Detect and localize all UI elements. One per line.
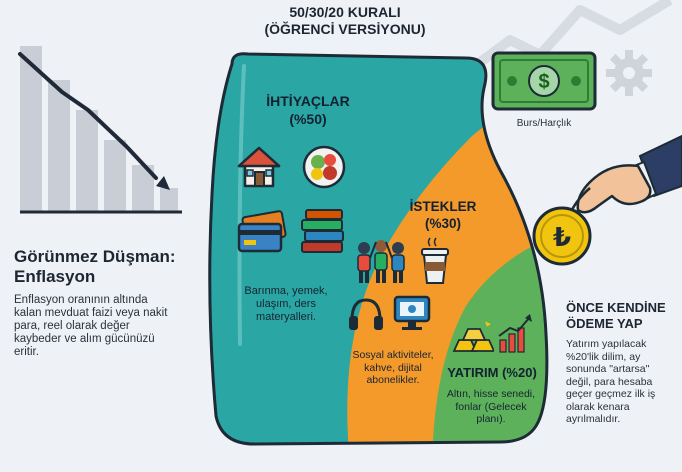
needs-text-line: ulaşım, ders xyxy=(256,298,316,310)
pay-yourself-heading-line2: ÖDEME YAP xyxy=(566,316,643,331)
needs-title-line2: (%50) xyxy=(289,111,327,127)
banknote-icon: $ xyxy=(491,51,597,111)
page-title-line1: 50/30/20 KURALI xyxy=(289,4,401,20)
needs-title-line1: İHTİYAÇLAR xyxy=(266,93,350,109)
wants-title-line1: İSTEKLER xyxy=(409,199,477,214)
pay-yourself-text-line: geçer geçmez ilk iş xyxy=(566,388,656,400)
wants-text-line: abonelikler. xyxy=(366,374,420,386)
background-trend-graphic xyxy=(470,0,673,74)
inflation-description: Enflasyon oranının altında kalan mevduat… xyxy=(14,294,192,359)
investment-text-line: Altın, hisse senedi, xyxy=(446,388,536,400)
needs-title: İHTİYAÇLAR (%50) xyxy=(258,92,358,128)
money-label: Burs/Harçlık xyxy=(516,118,572,129)
inflation-heading-line1: Görünmez Düşman: xyxy=(14,247,176,266)
investment-description: Altın, hisse senedi, fonlar (Gelecek pla… xyxy=(427,388,555,426)
headphones-icon xyxy=(349,298,383,330)
inflation-heading: Görünmez Düşman: Enflasyon xyxy=(14,247,194,287)
falling-chart-icon xyxy=(18,46,182,214)
page-title: 50/30/20 KURALI (ÖĞRENCİ VERSİYONU) xyxy=(230,4,460,38)
pay-yourself-heading-line1: ÖNCE KENDİNE xyxy=(566,300,666,315)
needs-description: Barınma, yemek, ulaşım, ders materyaller… xyxy=(230,285,342,324)
page-title-line2: (ÖĞRENCİ VERSİYONU) xyxy=(264,21,426,37)
hand-with-coin-icon: ₺ xyxy=(532,134,682,266)
wants-text-line: Sosyal aktiviteler, xyxy=(352,349,434,361)
books-icon xyxy=(301,209,344,253)
growth-chart-icon xyxy=(498,314,532,353)
food-plate-icon xyxy=(302,145,346,189)
needs-text-line: Barınma, yemek, xyxy=(244,285,328,297)
inflation-heading-line2: Enflasyon xyxy=(14,267,96,286)
gold-bars-icon xyxy=(452,321,494,352)
investment-text-line: planı). xyxy=(476,413,506,425)
pay-yourself-text-line: sonunda "artarsa" xyxy=(566,363,650,375)
monitor-icon xyxy=(393,295,431,330)
pay-yourself-text-line: %20'lik dilim, ay xyxy=(566,350,641,363)
coin-symbol: ₺ xyxy=(553,223,571,253)
wants-description: Sosyal aktiviteler, kahve, dijital abone… xyxy=(338,349,448,387)
banknote-symbol: $ xyxy=(538,71,549,93)
pay-yourself-text-line: olarak kenara xyxy=(566,400,630,413)
wants-title: İSTEKLER (%30) xyxy=(405,198,481,232)
inflation-text-line: kaybeder ve alım gücünüzü xyxy=(14,333,155,345)
inflation-text-line: eritir. xyxy=(14,346,39,358)
wants-title-line2: (%30) xyxy=(424,216,461,231)
inflation-text-line: Enflasyon oranının altında xyxy=(14,294,148,306)
pay-yourself-text-line: ayrılmalıdır. xyxy=(566,413,621,425)
pay-yourself-description: Yatırım yapılacak %20'lik dilim, ay sonu… xyxy=(566,338,678,426)
investment-title: YATIRIM (%20) xyxy=(447,365,537,380)
pay-yourself-text-line: Yatırım yapılacak xyxy=(566,338,647,350)
friends-group-icon xyxy=(357,240,405,283)
house-icon xyxy=(237,146,281,188)
credit-card-icon xyxy=(237,210,287,253)
coffee-cup-icon xyxy=(421,237,449,284)
gear-icon xyxy=(606,50,652,96)
inflation-text-line: kalan mevduat faizi veya nakit xyxy=(14,307,168,319)
pay-yourself-text-line: değil, para hesaba xyxy=(566,375,653,388)
inflation-text-line: para, reel olarak değer xyxy=(14,320,130,332)
investment-text-line: fonlar (Gelecek xyxy=(455,400,527,413)
wants-text-line: kahve, dijital xyxy=(364,361,422,374)
pay-yourself-heading: ÖNCE KENDİNE ÖDEME YAP xyxy=(566,300,676,332)
needs-text-line: materyalleri. xyxy=(256,311,316,323)
